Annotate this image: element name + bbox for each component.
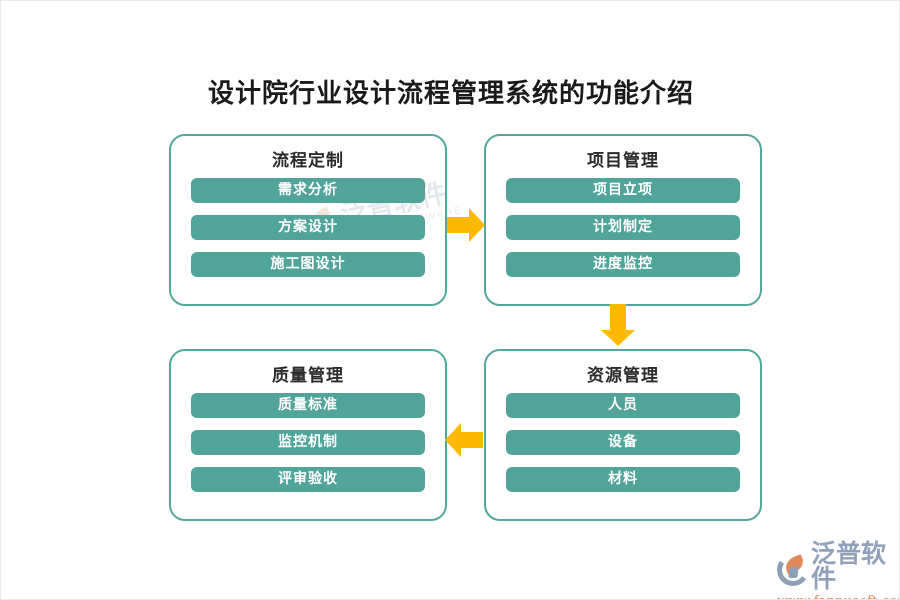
card-title-quality-management: 质量管理	[272, 366, 344, 386]
pill-item[interactable]: 质量标准	[191, 393, 425, 418]
pill-stack-process-customization: 需求分析 方案设计 施工图设计	[171, 178, 445, 277]
pill-item[interactable]: 计划制定	[506, 215, 740, 240]
card-title-project-management: 项目管理	[587, 151, 659, 171]
arrow-down-icon	[601, 304, 635, 346]
card-title-process-customization: 流程定制	[272, 151, 344, 171]
card-quality-management[interactable]: 质量管理 质量标准 监控机制 评审验收	[169, 349, 447, 521]
brand-url: www.fanpusoft.com	[777, 594, 899, 599]
pill-stack-resource-management: 人员 设备 材料	[486, 393, 760, 492]
pill-item[interactable]: 项目立项	[506, 178, 740, 203]
pill-item[interactable]: 人员	[506, 393, 740, 418]
fanpu-logo-icon	[774, 551, 812, 589]
brand-logo: 泛普软件 www.fanpusoft.com	[774, 539, 899, 599]
card-resource-management[interactable]: 资源管理 人员 设备 材料	[484, 349, 762, 521]
page-title: 设计院行业设计流程管理系统的功能介绍	[207, 79, 694, 109]
brand-name: 泛普软件	[811, 539, 887, 593]
pill-item[interactable]: 需求分析	[191, 178, 425, 203]
arrow-right-icon	[447, 208, 485, 242]
card-title-resource-management: 资源管理	[587, 366, 659, 386]
pill-item[interactable]: 设备	[506, 430, 740, 455]
pill-item[interactable]: 方案设计	[191, 215, 425, 240]
pill-stack-quality-management: 质量标准 监控机制 评审验收	[171, 393, 445, 492]
card-project-management[interactable]: 项目管理 项目立项 计划制定 进度监控	[484, 134, 762, 306]
pill-stack-project-management: 项目立项 计划制定 进度监控	[486, 178, 760, 277]
arrow-left-icon	[445, 423, 483, 457]
pill-item[interactable]: 材料	[506, 467, 740, 492]
pill-item[interactable]: 施工图设计	[191, 252, 425, 277]
card-process-customization[interactable]: 流程定制 需求分析 方案设计 施工图设计	[169, 134, 447, 306]
pill-item[interactable]: 进度监控	[506, 252, 740, 277]
pill-item[interactable]: 监控机制	[191, 430, 425, 455]
pill-item[interactable]: 评审验收	[191, 467, 425, 492]
